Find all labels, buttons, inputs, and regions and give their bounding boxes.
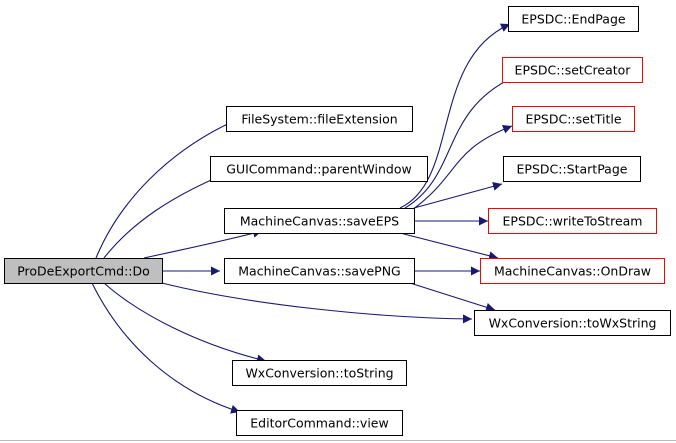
edge-saveeps-to-ondraw (399, 232, 499, 261)
node-settitle[interactable]: EPSDC::setTitle (512, 106, 635, 132)
node-view[interactable]: EditorCommand::view (236, 410, 403, 436)
node-label: EPSDC::setCreator (515, 63, 632, 78)
node-label: MachineCanvas::savePNG (238, 264, 400, 279)
node-label: ProDeExportCmd::Do (17, 264, 150, 279)
node-box (224, 258, 415, 284)
edge-root-to-view (91, 282, 241, 414)
node-towxstring[interactable]: WxConversion::toWxString (474, 310, 671, 336)
node-box (226, 106, 413, 132)
node-label: WxConversion::toWxString (489, 316, 657, 331)
node-fileext[interactable]: FileSystem::fileExtension (226, 106, 413, 132)
bottom-divider (0, 440, 676, 441)
node-label: WxConversion::toString (245, 366, 393, 381)
edge-root-to-towxstring (161, 282, 473, 324)
node-box (210, 156, 428, 182)
node-box (508, 6, 639, 32)
node-setcreator[interactable]: EPSDC::setCreator (502, 57, 643, 83)
node-label: EPSDC::setTitle (525, 112, 621, 127)
node-label: MachineCanvas::OnDraw (494, 264, 651, 279)
edge-saveeps-to-startpage (413, 182, 503, 209)
node-savepng[interactable]: MachineCanvas::savePNG (224, 258, 415, 284)
node-box (503, 156, 641, 182)
edge-root-to-saveeps (143, 228, 263, 259)
node-endpage[interactable]: EPSDC::EndPage (508, 6, 639, 32)
node-box (236, 410, 403, 436)
edge-savepng-to-towxstring (409, 282, 496, 312)
edge-saveeps-to-setcreator (404, 75, 517, 209)
nodes: ProDeExportCmd::Do FileSystem::fileExtens… (4, 6, 671, 436)
node-ondraw[interactable]: MachineCanvas::OnDraw (480, 258, 665, 284)
edge-saveeps-to-endpage (399, 23, 511, 209)
node-box (488, 208, 657, 234)
edges (91, 23, 517, 414)
node-box (232, 360, 407, 386)
node-root[interactable]: ProDeExportCmd::Do (4, 258, 163, 284)
node-parentwin[interactable]: GUICommand::parentWindow (210, 156, 428, 182)
edge-root-to-fileext (95, 119, 237, 259)
node-label: MachineCanvas::saveEPS (240, 214, 399, 229)
node-startpage[interactable]: EPSDC::StartPage (503, 156, 641, 182)
node-label: EditorCommand::view (250, 416, 388, 431)
node-label: EPSDC::StartPage (517, 162, 628, 177)
node-label: GUICommand::parentWindow (226, 162, 411, 177)
node-box (480, 258, 665, 284)
node-tostring[interactable]: WxConversion::toString (232, 360, 407, 386)
edge-root-to-tostring (103, 282, 267, 364)
node-writetostream[interactable]: EPSDC::writeToStream (488, 208, 657, 234)
node-box (224, 208, 415, 234)
node-box (512, 106, 635, 132)
node-label: EPSDC::EndPage (521, 12, 625, 27)
edge-saveeps-to-settitle (411, 125, 513, 211)
node-box (4, 258, 163, 284)
node-label: FileSystem::fileExtension (241, 112, 397, 127)
node-box (474, 310, 671, 336)
node-saveeps[interactable]: MachineCanvas::saveEPS (224, 208, 415, 234)
node-label: EPSDC::writeToStream (503, 214, 643, 229)
node-box (502, 57, 643, 83)
